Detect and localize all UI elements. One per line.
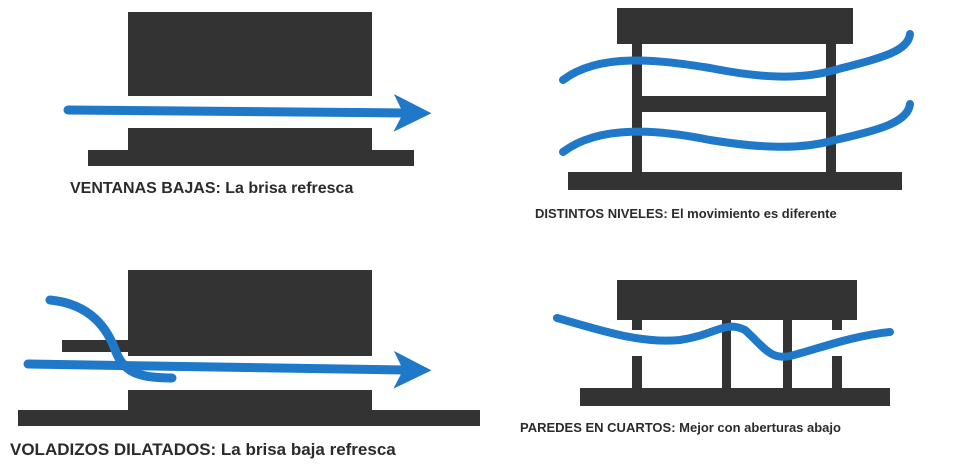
panel-voladizos-dilatados	[18, 270, 480, 426]
breeze-arrow	[63, 93, 432, 132]
caption-paredes-en-cuartos: PAREDES EN CUARTOS: Mejor con aberturas …	[520, 420, 841, 435]
descending-breeze-curve	[45, 295, 177, 383]
partition-wall-a	[722, 320, 731, 390]
panel-distintos-niveles	[559, 8, 914, 190]
roof-block	[128, 12, 372, 96]
lintel-left	[632, 320, 642, 330]
roof-slab	[617, 280, 857, 320]
floor-slab	[128, 390, 372, 412]
ground-base	[88, 150, 414, 166]
upper-airflow-wave	[559, 30, 914, 84]
panel-ventanas-bajas	[63, 12, 432, 166]
ground-base	[580, 388, 890, 406]
lower-airflow-wave	[559, 100, 914, 156]
ground-base	[568, 172, 902, 190]
lintel-right	[832, 320, 842, 330]
wall-left	[632, 356, 642, 390]
ground-base	[18, 410, 480, 426]
middle-slab	[632, 96, 836, 112]
floor-slab	[128, 128, 372, 150]
breeze-arrow	[23, 350, 432, 389]
panel-paredes-en-cuartos	[553, 280, 894, 406]
roof-block	[128, 270, 372, 356]
roof-slab	[617, 8, 853, 44]
caption-ventanas-bajas: VENTANAS BAJAS: La brisa refresca	[70, 180, 354, 197]
wall-right	[832, 356, 842, 390]
airflow-wave	[553, 314, 894, 361]
caption-voladizos-dilatados: VOLADIZOS DILATADOS: La brisa baja refre…	[10, 440, 396, 459]
caption-distintos-niveles: DISTINTOS NIVELES: El movimiento es dife…	[535, 206, 837, 221]
